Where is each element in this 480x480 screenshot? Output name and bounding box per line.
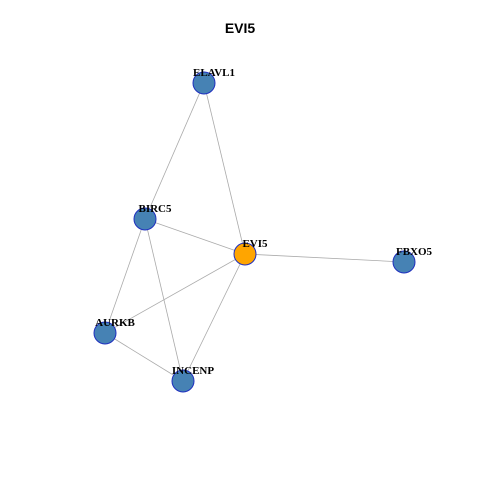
node-label-incenp: INCENP [172, 365, 214, 377]
node-elavl1 [192, 71, 216, 95]
node-label-aurkb: AURKB [95, 317, 135, 329]
edge-evi5-aurkb [104, 253, 246, 334]
edge-aurkb-incenp [104, 332, 184, 382]
edge-evi5-fbxo5 [244, 253, 405, 263]
node-fbxo5 [392, 250, 416, 274]
edge-birc5-evi5 [144, 218, 246, 255]
nodes-layer [93, 71, 416, 393]
edge-elavl1-evi5 [203, 82, 246, 255]
node-aurkb [93, 321, 117, 345]
edge-evi5-incenp [182, 253, 246, 382]
node-incenp [171, 369, 195, 393]
edge-elavl1-birc5 [144, 82, 205, 220]
node-label-fbxo5: FBXO5 [396, 246, 433, 258]
node-label-evi5: EVI5 [242, 238, 268, 250]
edge-birc5-aurkb [104, 218, 146, 334]
graph-title: EVI5 [224, 20, 256, 36]
node-label-elavl1: ELAVL1 [193, 67, 235, 79]
edges-layer [104, 82, 405, 382]
node-evi5 [233, 242, 257, 266]
node-birc5 [133, 207, 157, 231]
node-label-birc5: BIRC5 [138, 203, 172, 215]
